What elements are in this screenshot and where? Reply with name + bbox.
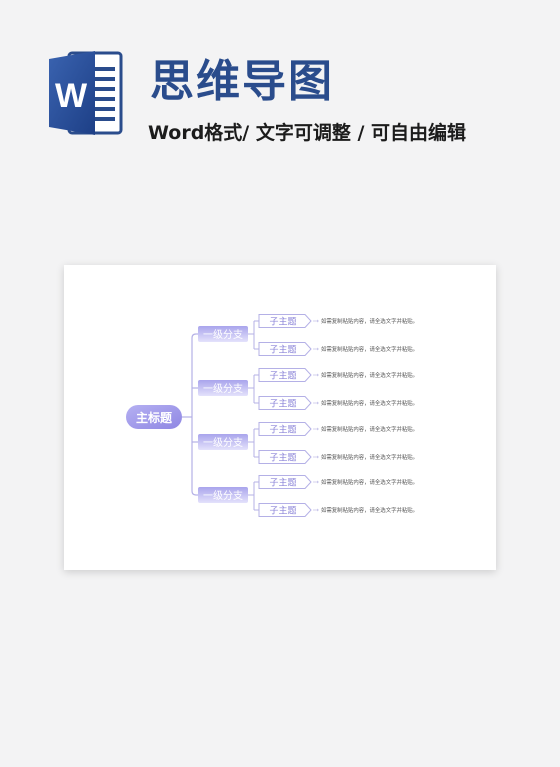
- subtopic-note: 如需复制粘贴内容，请全选文字并粘贴。: [321, 453, 418, 461]
- note-arrow-head: [317, 427, 319, 431]
- subtopic-label: 子主题: [269, 505, 296, 517]
- word-logo-icon: W: [49, 51, 123, 135]
- page-title: 思维导图: [150, 56, 334, 107]
- subtopic[interactable]: 子主题: [258, 422, 312, 436]
- branch-topic[interactable]: 一级分支: [198, 487, 248, 503]
- note-arrow-head: [317, 455, 319, 459]
- trunk-top-curve: [191, 333, 197, 339]
- root-topic-label: 主标题: [136, 410, 173, 425]
- subtopic-note: 如需复制粘贴内容，请全选文字并粘贴。: [321, 425, 418, 433]
- page-subtitle: Word格式/ 文字可调整 / 可自由编辑: [148, 122, 467, 144]
- subtopic[interactable]: 子主题: [258, 450, 312, 464]
- subtopic[interactable]: 子主题: [258, 475, 312, 489]
- subtopic-note: 如需复制粘贴内容，请全选文字并粘贴。: [321, 506, 418, 514]
- branch-topic-label: 一级分支: [203, 383, 243, 395]
- branch-topic[interactable]: 一级分支: [198, 380, 248, 396]
- page-header: W 思维导图 Word格式/ 文字可调整 / 可自由编辑: [0, 0, 560, 160]
- subtopic-note: 如需复制粘贴内容，请全选文字并粘贴。: [321, 399, 418, 407]
- subtopic-label: 子主题: [269, 398, 296, 410]
- branch-topic[interactable]: 一级分支: [198, 434, 248, 450]
- subtopic[interactable]: 子主题: [258, 368, 312, 382]
- subtopic[interactable]: 子主题: [258, 342, 312, 356]
- subtopic-note: 如需复制粘贴内容，请全选文字并粘贴。: [321, 345, 418, 353]
- subtopic[interactable]: 子主题: [258, 503, 312, 517]
- subtopic-label: 子主题: [269, 370, 296, 382]
- subtopic[interactable]: 子主题: [258, 396, 312, 410]
- mind-map: 主标题 一级分支一级分支一级分支一级分支 子主题如需复制粘贴内容，请全选文字并粘…: [126, 314, 418, 517]
- logo-letter: W: [55, 77, 88, 115]
- subtopic-note: 如需复制粘贴内容，请全选文字并粘贴。: [321, 478, 418, 486]
- subtopic-label: 子主题: [269, 477, 296, 489]
- branch-topic-label: 一级分支: [203, 329, 243, 341]
- subtopic-label: 子主题: [269, 452, 296, 464]
- subtopic-note: 如需复制粘贴内容，请全选文字并粘贴。: [321, 317, 418, 325]
- subtopic-note: 如需复制粘贴内容，请全选文字并粘贴。: [321, 371, 418, 379]
- trunk-bottom-curve: [191, 490, 197, 496]
- note-arrow-head: [317, 401, 319, 405]
- connector-lines: [182, 319, 319, 512]
- root-topic[interactable]: 主标题: [126, 405, 182, 429]
- document-page: 主标题 一级分支一级分支一级分支一级分支 子主题如需复制粘贴内容，请全选文字并粘…: [64, 265, 496, 570]
- note-arrow-head: [317, 347, 319, 351]
- note-arrow-head: [317, 319, 319, 323]
- note-arrow-head: [317, 508, 319, 512]
- subtopic-label: 子主题: [269, 344, 296, 356]
- note-arrow-head: [317, 373, 319, 377]
- note-arrow-head: [317, 480, 319, 484]
- branch-topic-label: 一级分支: [203, 490, 243, 502]
- subtopic[interactable]: 子主题: [258, 314, 312, 328]
- subtopic-label: 子主题: [269, 316, 296, 328]
- subtopic-label: 子主题: [269, 424, 296, 436]
- branch-topic-label: 一级分支: [203, 437, 243, 449]
- branch-topic[interactable]: 一级分支: [198, 326, 248, 342]
